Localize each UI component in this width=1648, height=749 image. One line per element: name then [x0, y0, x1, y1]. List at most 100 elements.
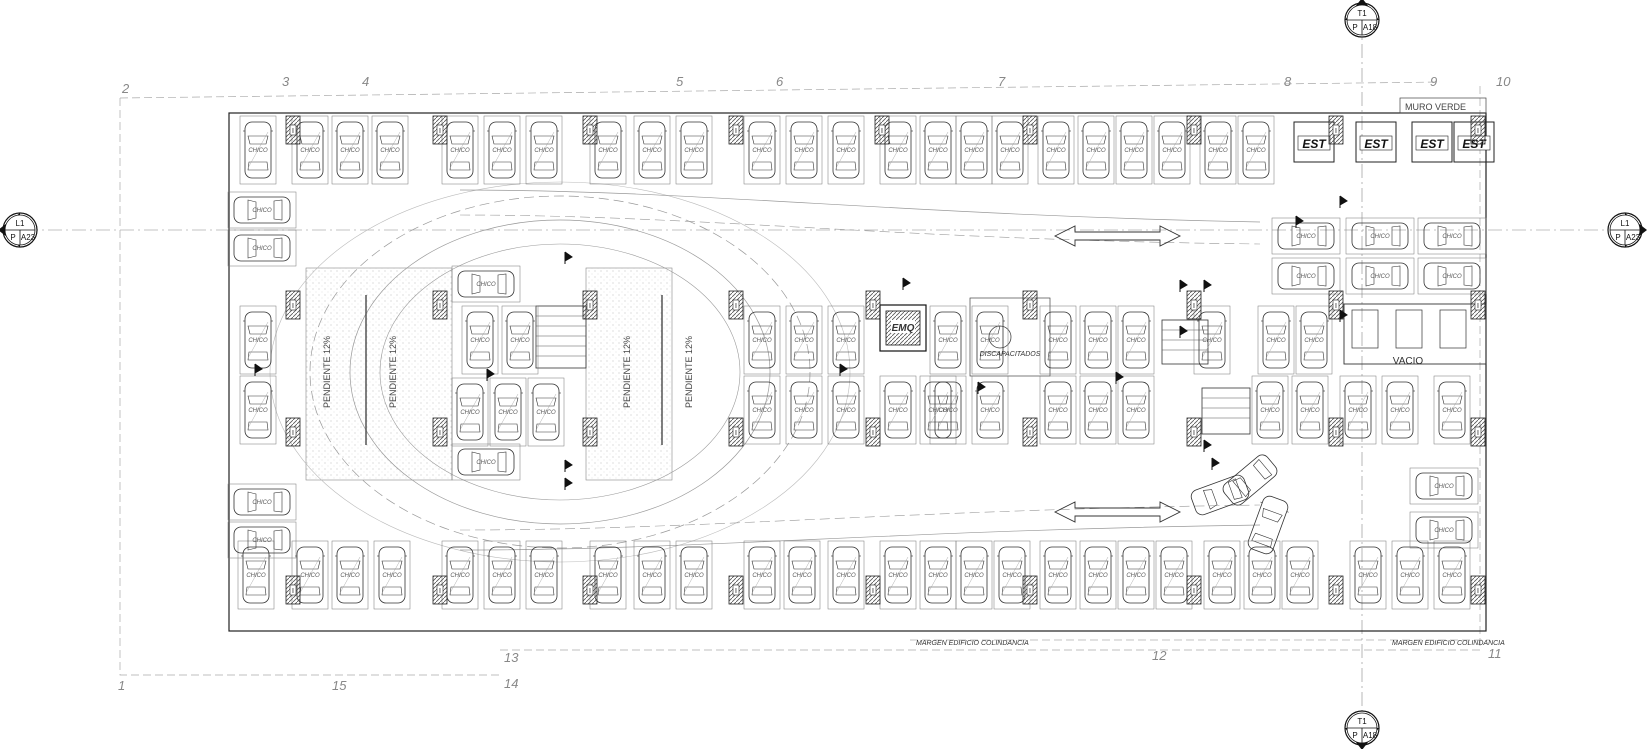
parking-slot: CHICO [441, 115, 479, 185]
section-marker-sheet: A18 [1363, 731, 1378, 740]
parking-slot: CHICO [227, 483, 297, 521]
column [865, 575, 881, 605]
slot-type-label: CHICO [1442, 573, 1462, 579]
parking-slot: CHICO [1117, 305, 1155, 375]
parking-slot: CHICO [919, 115, 957, 185]
parking-slot: CHICO [1417, 257, 1487, 295]
est-label: EST [1364, 137, 1389, 151]
parking-slot: CHICO [451, 265, 521, 303]
direction-flag [977, 381, 986, 395]
slot-type-label: CHICO [248, 338, 268, 344]
parking-slot: CHICO [971, 375, 1009, 445]
est-label: EST [1420, 137, 1445, 151]
slot-type-label: CHICO [964, 573, 984, 579]
parking-slot: CHICO [1117, 375, 1155, 445]
parking-slot: CHICO [1409, 511, 1479, 549]
parking-slot: CHICO [1117, 540, 1155, 610]
parking-slot: CHICO [879, 540, 917, 610]
column [1186, 575, 1202, 605]
slot-type-label: CHICO [888, 148, 908, 154]
slot-type-label: CHICO [252, 246, 272, 252]
parking-slot: CHICO [1349, 540, 1387, 610]
slot-type-label: CHICO [252, 208, 272, 214]
disabled-parking-area: DISCAPACITADOS [969, 297, 1051, 377]
slot-type-label: CHICO [1048, 573, 1068, 579]
parking-slot: CHICO [1237, 115, 1275, 185]
stair-core-left [535, 305, 587, 369]
slot-type-label: CHICO [246, 573, 266, 579]
slot-type-label: CHICO [1442, 274, 1462, 280]
slot-type-label: CHICO [888, 408, 908, 414]
section-marker-id: T1 [1357, 717, 1367, 726]
parking-slot: CHICO [239, 305, 277, 375]
parking-slot: CHICO [879, 115, 917, 185]
grid-axis-label: 3 [282, 74, 290, 89]
parking-slot: CHICO [291, 540, 329, 610]
slot-type-label: CHICO [1088, 573, 1108, 579]
section-marker-type: P [1352, 23, 1357, 32]
column [728, 417, 744, 447]
slot-type-label: CHICO [1046, 148, 1066, 154]
column [1186, 290, 1202, 320]
ramp-slope-label-2: PENDIENTE 12% [388, 336, 398, 408]
column [1470, 417, 1486, 447]
parking-slot: CHICO [1433, 540, 1471, 610]
column [1470, 290, 1486, 320]
parking-slot: CHICO [1039, 375, 1077, 445]
slot-type-label: CHICO [794, 148, 814, 154]
parking-slot: CHICO [955, 115, 993, 185]
slot-type-label: CHICO [498, 410, 518, 416]
elevator-label: EMQ [892, 323, 915, 334]
void-area: VACIO [1343, 303, 1487, 367]
slot-type-label: CHICO [1442, 408, 1462, 414]
parking-slot: CHICO [827, 375, 865, 445]
direction-flag [1203, 279, 1212, 293]
column [432, 417, 448, 447]
slot-type-label: CHICO [534, 148, 554, 154]
slot-type-label: CHICO [1358, 573, 1378, 579]
parking-slot: CHICO [783, 540, 821, 610]
parking-slot: CHICO [1345, 217, 1415, 255]
slot-type-label: CHICO [470, 338, 490, 344]
parking-slot: CHICO [1115, 115, 1153, 185]
parking-slot: CHICO [239, 375, 277, 445]
parking-slot: CHICO [331, 540, 369, 610]
section-marker-id: L1 [16, 219, 25, 228]
ramp-slope-label-3: PENDIENTE 12% [622, 336, 632, 408]
column [582, 290, 598, 320]
parking-slot: CHICO [441, 540, 479, 610]
parking-slot: CHICO [489, 377, 527, 447]
parking-slot: CHICO [743, 540, 781, 610]
parking-slot: CHICO [239, 115, 277, 185]
direction-flag [1339, 309, 1348, 323]
grid-axis-label: 8 [1284, 74, 1292, 89]
parking-slot: CHICO [227, 191, 297, 229]
slot-type-label: CHICO [642, 573, 662, 579]
direction-flag [1179, 325, 1188, 339]
grid-axis-label: 7 [998, 74, 1006, 89]
slot-type-label: CHICO [794, 408, 814, 414]
parking-slot: CHICO [1079, 305, 1117, 375]
slot-type-label: CHICO [252, 538, 272, 544]
column [285, 115, 301, 145]
est-blocks: ESTESTESTEST [1293, 121, 1495, 163]
parking-slot: CHICO [1077, 115, 1115, 185]
column [582, 115, 598, 145]
slot-type-label: CHICO [340, 148, 360, 154]
section-marker-sheet: A23 [21, 233, 36, 242]
slot-type-label: CHICO [1202, 338, 1222, 344]
parking-slot: CHICO [743, 305, 781, 375]
est-block: EST [1293, 121, 1335, 163]
slot-type-label: CHICO [1260, 408, 1280, 414]
slot-type-label: CHICO [928, 148, 948, 154]
parking-slot: CHICO [785, 375, 823, 445]
slot-type-label: CHICO [752, 338, 772, 344]
parking-slot: CHICO [451, 377, 489, 447]
grid-axis-label: 15 [332, 678, 347, 693]
ramp-slope-label-4: PENDIENTE 12% [684, 336, 694, 408]
parking-slot: CHICO [1039, 305, 1077, 375]
column [1328, 115, 1344, 145]
